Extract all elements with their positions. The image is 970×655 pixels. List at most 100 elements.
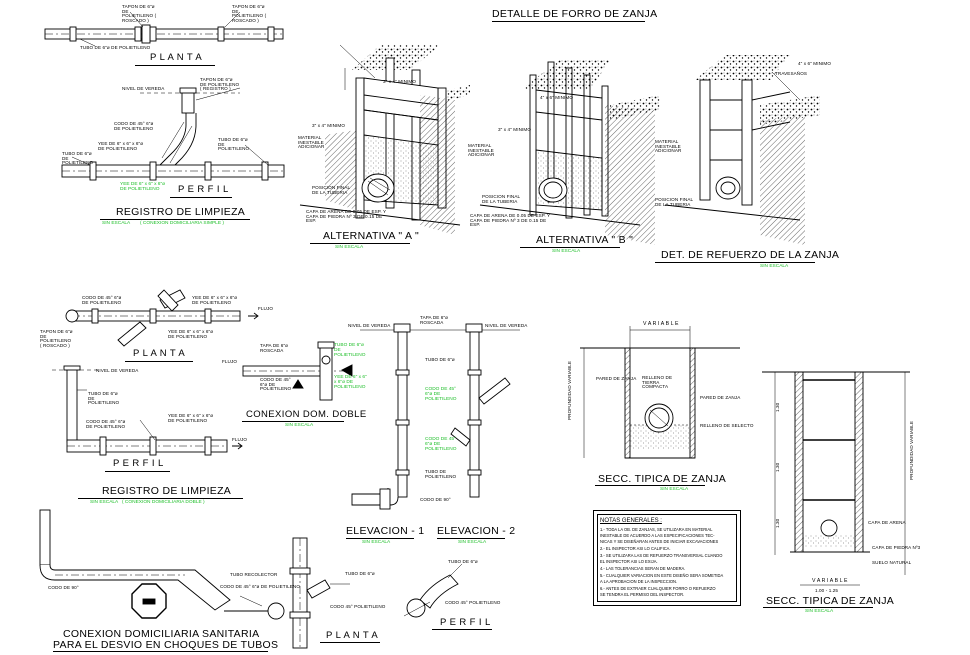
refuerzo-trench [664,55,820,245]
perfil-2-pipe [52,365,243,456]
label-capa-piedra: CAPA DE PIEDRA Nº3 [872,545,921,550]
title-alternativa-a: ALTERNATIVA " A " [323,230,420,242]
title-conexion-doble-underline [242,421,344,422]
title-planta-1-underline [135,65,215,66]
label-codo45: CODO DE 45° 6"ø DE POLIETILENO [114,121,154,131]
title-detalle: DETALLE DE FORRO DE ZANJA [492,8,658,20]
alternativa-b-trench [479,60,660,245]
title-perfil-1: P E R F I L [178,184,229,195]
label-suelo: SUELO NATURAL [872,560,912,565]
title-alternativa-b: ALTERNATIVA " B " [536,234,634,246]
elevacion-pipes [351,323,520,510]
note-line: A LA APROBACION DE LA INSPECCION. [600,579,678,584]
title-alternativa-a-underline [310,243,410,244]
label-cm130: 1.30 [775,402,780,412]
label-tubo-p2: TUBO DE 6"ø DE POLIETILENO [88,391,120,406]
title-registro-1: REGISTRO DE LIMPIEZA [116,206,246,218]
title-perfil-2: P E R F I L [113,458,164,469]
title-secc-2-underline [763,607,873,608]
conexion-doble-pipe [242,341,353,401]
note-line: EL INSPECTOR ASI LO EXIJA. [600,559,658,564]
label-codo-p2b: CODO DE 45° 6"ø DE POLIETILENO [86,419,126,429]
escala-conexion-doble: SIN ESCALA [285,423,314,428]
title-perfil-2-underline [105,471,170,472]
label-material-a: MATERIAL INESTABLE ADICIONAR [298,135,325,150]
label-nivel-p2: NIVEL DE VEREDA [96,368,139,373]
note-line: 4.- LAS TOLERANCIAS SERAN DE MADERA. [600,566,686,571]
label-dimension-b2: 3" x 4" MINIMO [498,127,531,132]
label-tubo-elev: TUBO DE 6"ø [425,357,455,362]
label-capa-b: CAPA DE ARENA DE 0.05 DE ESP. Y CAPA DE … [470,213,551,228]
escala-elev-1: SIN ESCALA [362,540,391,545]
title-registro-2: REGISTRO DE LIMPIEZA [102,485,232,497]
label-tubo-planta3: TUBO DE 6"ø [345,571,375,576]
note-line: 6.- ANTES DE EXTRAER CUALQUIER FORRO O R… [600,586,716,591]
label-pared-left: PARED DE ZANJA [596,376,637,381]
title-registro-1-underline [100,219,250,220]
label-dimension-c: 4" x 6" MINIMO [798,61,831,66]
escala-registro-2: SIN ESCALA [90,500,119,505]
label-tubo: TUBO DE 6"ø DE POLIETILENO [80,45,151,50]
label-pared: PARED DE ZANJA [700,395,741,400]
title-det-refuerzo: DET. DE REFUERZO DE LA ZANJA [661,249,840,261]
title-elevacion-2-underline [437,538,505,539]
escala-registro-1: SIN ESCALA [102,221,131,226]
label-posicion-a: POSICION FINAL DE LA TUBERIA [312,185,350,195]
label-codo-perfil3: CODO 45° POLIETILENO [445,600,501,605]
label-cm130-c: 1.30 [775,518,780,528]
note-line: 1.- TODA LA OB. DE ZANJAS, SE UTILIZARA … [600,527,713,532]
title-perfil-3: P E R F I L [440,617,491,628]
label-codo-p2: CODO DE 45° 6"ø DE POLIETILENO [82,295,122,305]
note-line: 5.- CUALQUIER VARIACION EN ESTE DISEÑO S… [600,573,724,578]
label-codo-90-elev: CODO DE 90° [420,497,451,502]
label-dimension-a: 3" x 4" MINIMO [383,79,416,84]
title-perfil-3-underline [432,629,492,630]
subtitle-registro-2: ( CONEXION DOMICILIARIA DOBLE ) [122,500,205,505]
conexion-sanitaria [39,509,350,649]
title-planta-1: P L A N T A [150,52,203,63]
label-codo-doble: CODO DE 45° 6"ø DE POLIETILENO [260,377,292,392]
label-profundidad-1: PROFUNDIDAD VARIABLE [567,360,572,420]
label-tapon-b: TAPON DE 6"ø DE POLIETILENO ( ROSCADO ) [232,4,267,23]
label-yee-p2: YEE DE 6" x 6" x 6"ø DE POLIETILENO [192,295,238,305]
label-capa-arena: CAPA DE ARENA [868,520,906,525]
label-dimension-a2: 3" x 4" MINIMO [312,123,345,128]
note-line: 2.- EL INSPECTOR ASI LO CALIFICA. [600,546,671,551]
label-flujo-1: FLUJO [258,306,274,311]
escala-alt-b: SIN ESCALA [552,249,581,254]
note-line: INESTABLE DE ACUERDO A LAS ESPECIFICACIO… [600,533,715,538]
note-line: SE TENDRA EL PERMISO DEL INSPECTOR. [600,592,685,597]
title-detalle-underline [492,21,645,22]
label-variable-bottom: V A R I A B L E [812,578,848,584]
planta-1-pipe [44,11,284,47]
perfil-3-pipe [403,563,463,618]
notes-box: NOTAS GENERALES : 1.- TODA LA OB. DE ZAN… [593,510,741,606]
escala-secc-2: SIN ESCALA [805,609,834,614]
label-tapon: TAPON DE 6"ø DE POLIETILENO ( ROSCADO ) [122,4,157,23]
label-cm100-125: 1.00 - 1.25 [815,588,839,593]
label-tubo-perfil3: TUBO DE 6"ø [448,559,478,564]
label-nivel-elev-2: NIVEL DE VEREDA [485,323,528,328]
label-codo-90-san: CODO DE 90° [48,585,79,590]
label-yee-green-2: YEE DE 6" x 6" x 6"ø DE POLIETILENO [334,375,367,390]
title-conexion-sanitaria-2: PARA EL DESVIO EN CHOQUES DE TUBOS [53,639,279,651]
title-planta-3: P L A N T A [326,630,379,641]
label-nivel-vereda: NIVEL DE VEREDA [122,86,165,91]
label-tapa-rosca: TAPA DE 6"ø ROSCADA [260,343,289,353]
label-codo-san: CODO DE 45° 6"ø DE POLIETILENO [220,584,300,589]
label-relleno-selecto: RELLENO DE SELECTO [700,423,754,428]
title-planta-2: P L A N T A [133,348,186,359]
seccion-tipica-1 [580,326,740,459]
label-travesano: TRAVESAÑOS [775,71,808,76]
subtitle-registro-1: ( CONEXION DOMICILIARIA SIMPLE ) [140,221,224,226]
label-tapon-elev: TAPA DE 6"ø ROSCADA [420,315,449,325]
title-elevacion-1-underline [346,538,414,539]
escala-alt-a: SIN ESCALA [335,245,364,250]
title-conexion-doble: CONEXION DOM. DOBLE [246,409,367,420]
label-variable-top: V A R I A B L E [643,321,679,327]
title-conexion-sanitaria-1: CONEXION DOMICILIARIA SANITARIA [63,628,260,640]
label-posicion-c: POSICION FINAL DE LA TUBERIA [655,197,693,207]
planta-2-pipe [65,289,259,347]
